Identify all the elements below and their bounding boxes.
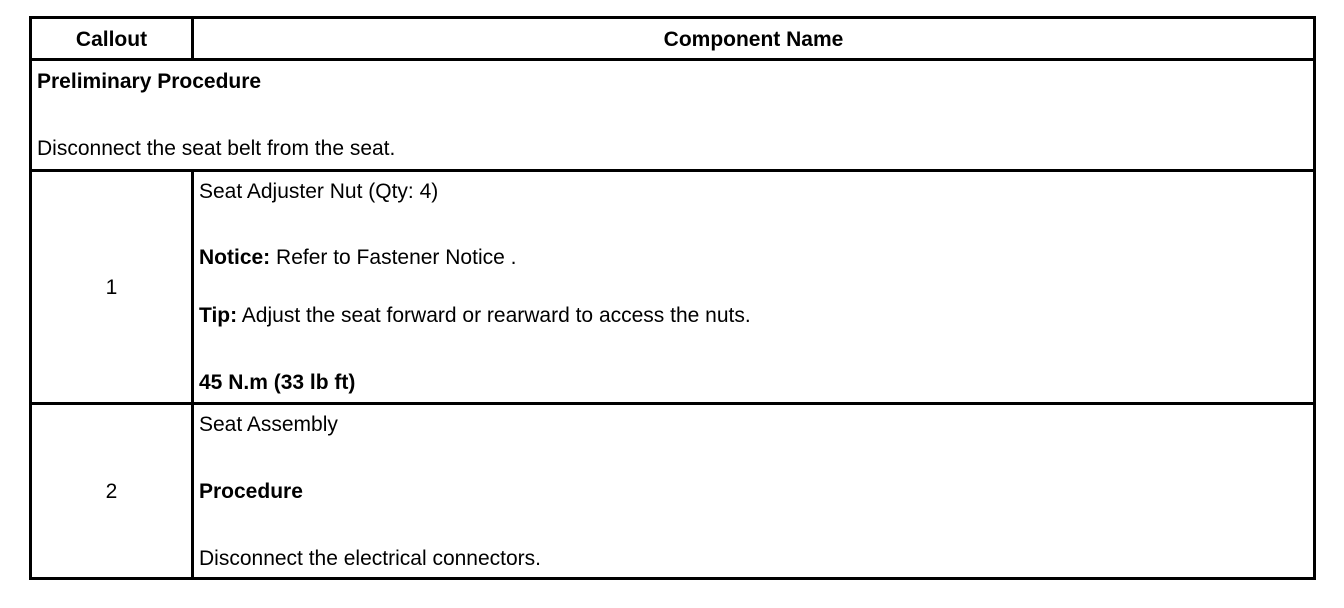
callout-number: 1 xyxy=(105,276,118,299)
tip-label: Tip: xyxy=(199,304,238,327)
table-header-row: Callout Component Name xyxy=(32,19,1313,61)
procedure-label: Procedure xyxy=(199,480,303,503)
header-callout-label: Callout xyxy=(75,28,148,51)
component-name: Seat Assembly xyxy=(199,413,338,436)
procedure-text: Disconnect the electrical connectors. xyxy=(199,547,541,570)
header-component-label: Component Name xyxy=(663,28,844,51)
callout-cell: 2 xyxy=(32,405,194,580)
callout-cell: 1 xyxy=(32,172,194,402)
notice-line: Notice: Refer to Fastener Notice . xyxy=(199,246,516,270)
tip-line: Tip: Adjust the seat forward or rearward… xyxy=(199,304,751,328)
component-cell: Seat Adjuster Nut (Qty: 4) Notice: Refer… xyxy=(194,172,1313,402)
table-row: 1 Seat Adjuster Nut (Qty: 4) Notice: Ref… xyxy=(32,172,1313,405)
torque-spec: 45 N.m (33 lb ft) xyxy=(199,371,356,394)
notice-text: Refer to Fastener Notice . xyxy=(270,246,517,269)
callout-number: 2 xyxy=(105,480,118,503)
header-component-cell: Component Name xyxy=(194,19,1313,58)
table-row: 2 Seat Assembly Procedure Disconnect the… xyxy=(32,405,1313,580)
header-callout-cell: Callout xyxy=(32,19,194,58)
component-table: Callout Component Name Preliminary Proce… xyxy=(29,16,1316,580)
notice-label: Notice: xyxy=(199,246,271,269)
component-name: Seat Adjuster Nut (Qty: 4) xyxy=(199,180,439,203)
preliminary-title: Preliminary Procedure xyxy=(37,70,262,93)
tip-text: Adjust the seat forward or rearward to a… xyxy=(237,304,751,327)
component-cell: Seat Assembly Procedure Disconnect the e… xyxy=(194,405,1313,580)
preliminary-row: Preliminary Procedure Disconnect the sea… xyxy=(32,61,1313,172)
preliminary-cell: Preliminary Procedure Disconnect the sea… xyxy=(32,61,1313,169)
preliminary-text: Disconnect the seat belt from the seat. xyxy=(37,137,396,160)
